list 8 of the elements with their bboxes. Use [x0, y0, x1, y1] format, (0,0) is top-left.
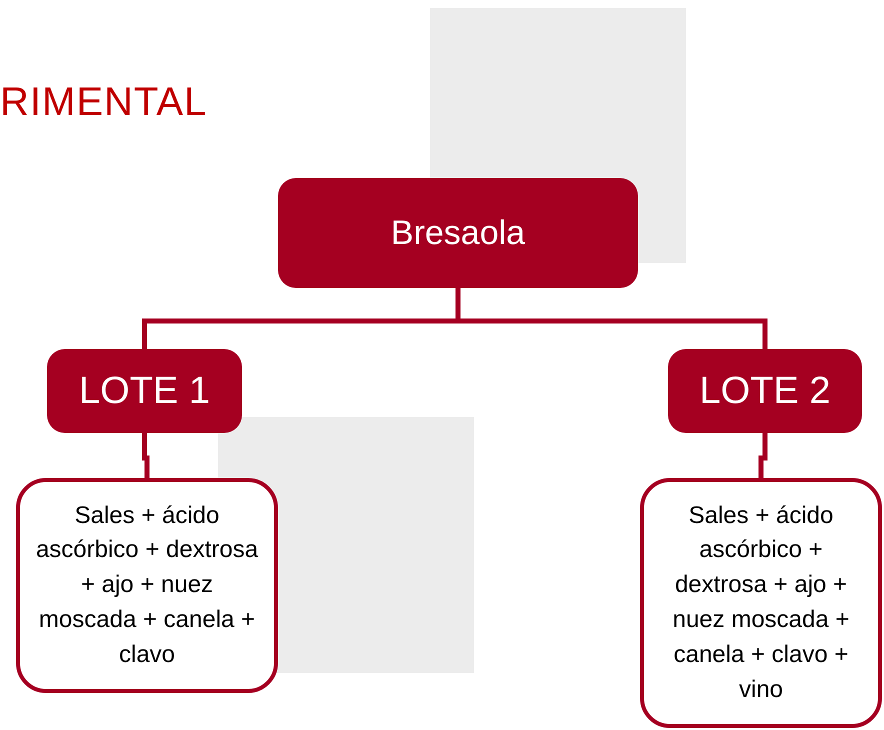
group-box: LOTE 1 — [47, 349, 242, 433]
root-box: Bresaola — [278, 178, 638, 288]
connector-line — [142, 433, 150, 478]
group-box: LOTE 2 — [668, 349, 862, 433]
title: RIMENTAL — [0, 80, 208, 125]
ingredients-box: Sales + ácido ascórbico + dextrosa + ajo + nuez moscada + canela + clavo + vino — [640, 478, 882, 728]
connector-line — [758, 433, 768, 478]
ingredients-box: Sales + ácido ascórbico + dextrosa + ajo + nuez moscada + canela + clavo — [16, 478, 278, 693]
